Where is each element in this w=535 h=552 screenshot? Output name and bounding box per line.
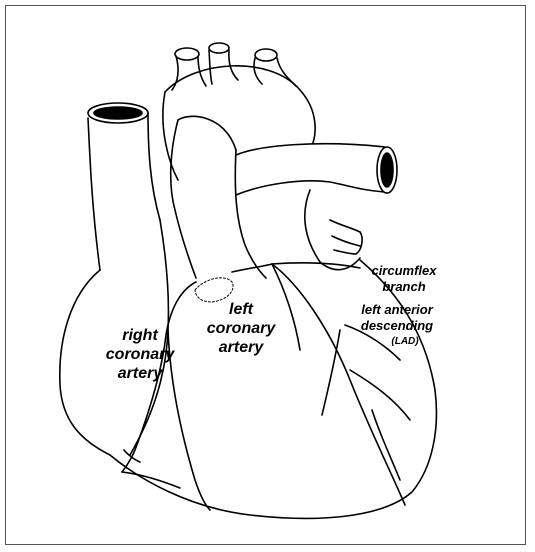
left-atrium [305,190,362,270]
label-lad-line-1: left anterior [361,302,433,317]
label-circumflex-branch: circumflex branch [371,263,437,294]
label-left-line-1: left [229,301,254,318]
label-circumflex-line-1: circumflex [371,263,437,278]
label-circumflex-line-2: branch [382,279,425,294]
aortic-arch [163,43,315,180]
label-right-coronary-artery: right coronary artery [106,327,176,382]
label-right-line-1: right [122,327,158,344]
label-lad-line-3: (LAD) [391,336,419,347]
left-coronary-artery-vessel [232,263,410,505]
label-lad: left anterior descending (LAD) [361,302,434,347]
valve-dotted [195,278,233,302]
pulmonary-artery [236,144,397,195]
label-left-coronary-artery: left coronary artery [207,301,277,356]
label-left-line-3: artery [219,339,265,356]
pulmonary-trunk [171,116,266,278]
label-right-line-2: coronary [106,346,176,363]
label-lad-line-2: descending [361,318,433,333]
label-left-line-2: coronary [207,320,277,337]
superior-vena-cava [88,103,160,270]
label-right-line-3: artery [118,365,164,382]
